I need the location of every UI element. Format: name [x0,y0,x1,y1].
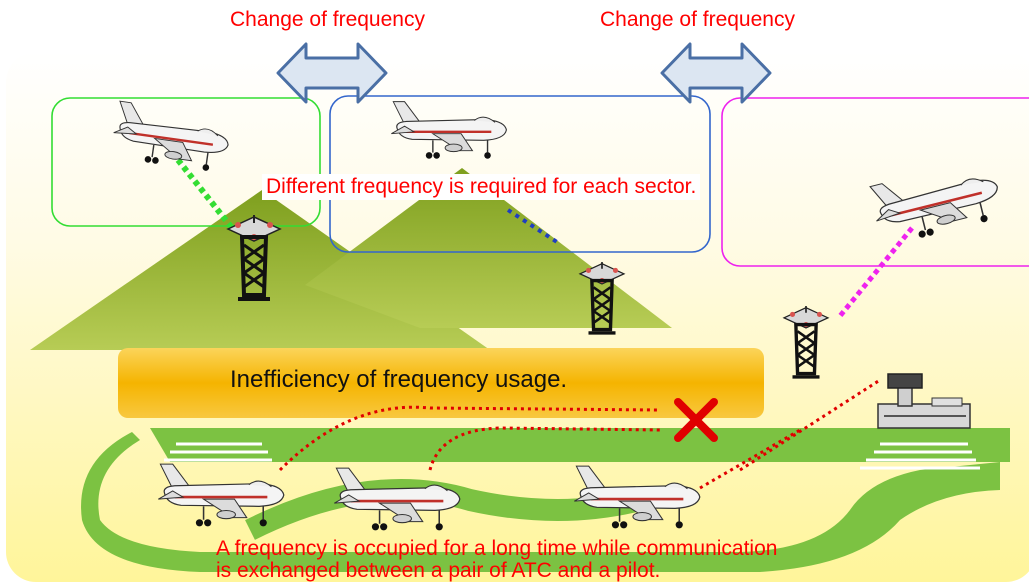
radio-link-green [175,158,235,230]
sector-note-label: Different frequency is required for each… [262,174,701,200]
bottom-note-line2: is exchanged between a pair of ATC and a… [216,559,661,582]
inefficiency-banner-box [118,348,764,418]
inefficiency-banner-label: Inefficiency of frequency usage. [230,366,568,393]
radio-link-blue [506,208,562,246]
cross-mark-icon [674,398,718,442]
change-frequency-label-right: Change of frequency [600,8,795,31]
runway-strip [150,428,1010,462]
mountain-right [305,168,672,328]
sector-box-green [51,97,321,227]
runway-markings-right [860,442,980,470]
taxiway-loop [81,432,1001,572]
runway-markings-left [164,442,272,462]
bottom-note-line1: A frequency is occupied for a long time … [216,537,778,560]
sector-box-magenta [721,97,1029,267]
ground-radio-links [278,378,881,490]
taxiway-inner [245,479,643,540]
control-tower-icon [877,373,971,429]
radio-link-magenta [838,226,914,318]
change-frequency-label-left: Change of frequency [230,8,425,31]
